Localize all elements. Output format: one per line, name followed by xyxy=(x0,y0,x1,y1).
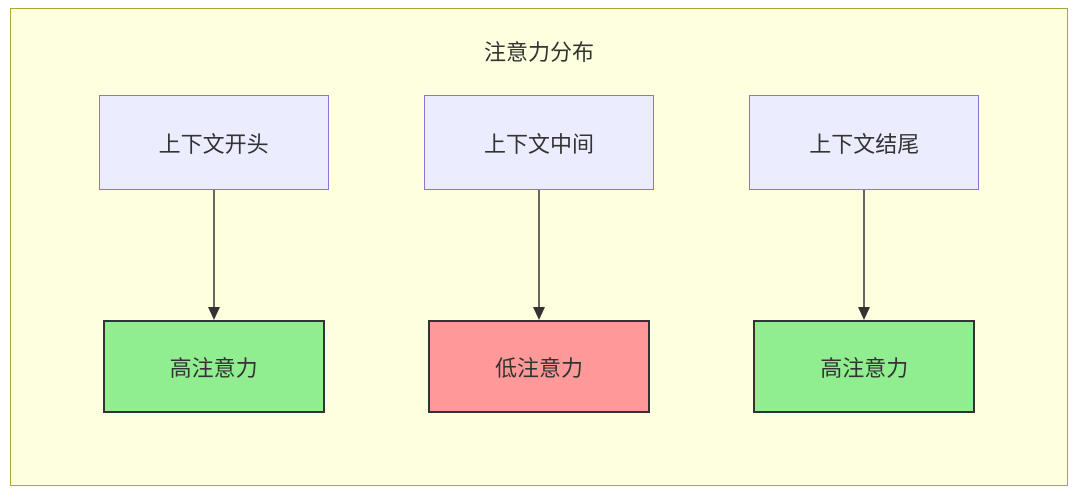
node-context-end: 上下文结尾 xyxy=(749,95,980,190)
node-high-attention-right-label: 高注意力 xyxy=(820,356,909,382)
node-high-attention-left: 高注意力 xyxy=(102,320,325,413)
diagram-title: 注意力分布 xyxy=(483,41,594,66)
arrow-down-icon xyxy=(532,190,545,320)
node-low-attention: 低注意力 xyxy=(427,320,650,413)
diagram-canvas: 注意力分布 上下文开头 高注意力 上下文中间 低 xyxy=(10,8,1068,486)
node-context-start: 上下文开头 xyxy=(98,95,329,190)
node-context-middle: 上下文中间 xyxy=(423,95,654,190)
node-context-start-label: 上下文开头 xyxy=(158,132,269,158)
node-low-attention-label: 低注意力 xyxy=(494,356,583,382)
arrow-down-icon xyxy=(207,190,220,320)
node-high-attention-left-label: 高注意力 xyxy=(169,356,258,382)
node-context-middle-label: 上下文中间 xyxy=(483,132,594,158)
flow-columns: 上下文开头 高注意力 上下文中间 低注意力 xyxy=(11,95,1067,413)
flow-column-end: 上下文结尾 高注意力 xyxy=(702,95,1027,413)
flow-column-start: 上下文开头 高注意力 xyxy=(51,95,376,413)
arrow-down-icon xyxy=(858,190,871,320)
node-context-end-label: 上下文结尾 xyxy=(809,132,920,158)
flow-column-middle: 上下文中间 低注意力 xyxy=(376,95,701,413)
node-high-attention-right: 高注意力 xyxy=(753,320,976,413)
